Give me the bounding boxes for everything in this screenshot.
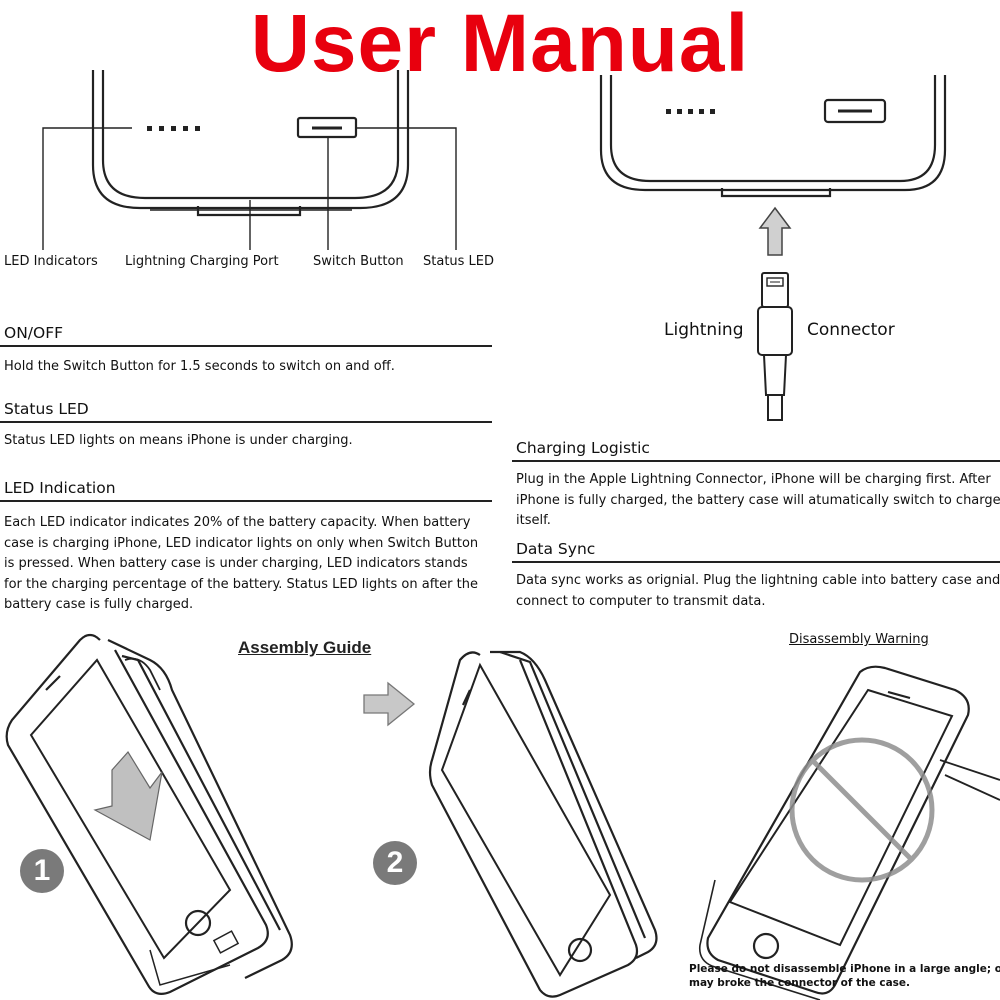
- heading-charging-logistic: Charging Logistic: [516, 439, 650, 457]
- led-indication-line: Each LED indicator indicates 20% of the …: [4, 515, 471, 530]
- heading-data-sync: Data Sync: [516, 540, 596, 558]
- led-indication-line: case is charging iPhone, LED indicator l…: [4, 535, 479, 551]
- rule-led-indication: [0, 500, 492, 502]
- step-2-number: 2: [386, 846, 404, 879]
- assembly-step1-illustration: [5, 633, 293, 995]
- disassembly-warning-text: Please do not disassemble iPhone in a la…: [689, 962, 1000, 990]
- connector-label-right: Connector: [807, 320, 895, 340]
- text-on-off: Hold the Switch Button for 1.5 seconds t…: [4, 359, 395, 374]
- rule-on-off: [0, 345, 492, 347]
- connector-label-left: Lightning: [664, 320, 744, 340]
- led-indication-line: for the charging percentage of the batte…: [4, 576, 478, 592]
- led-indication-line: is pressed. When battery case is under c…: [4, 556, 468, 571]
- disassembly-warning-heading: Disassembly Warning: [789, 632, 929, 647]
- text-data-sync: Data sync works as orignial. Plug the li…: [516, 571, 1000, 612]
- page-title: User Manual: [250, 0, 750, 89]
- rule-data-sync: [512, 561, 1000, 563]
- next-step-arrow-icon: [363, 681, 416, 727]
- disassembly-illustration: [698, 665, 1000, 1000]
- label-switch-button: Switch Button: [313, 254, 404, 269]
- insert-arrow-icon: [93, 750, 163, 841]
- charging-logistic-line: iPhone is fully charged, the battery cas…: [516, 492, 1000, 508]
- prohibited-sign-icon: [789, 737, 935, 883]
- step-1-number: 1: [33, 854, 51, 887]
- charging-logistic-line: itself.: [516, 513, 551, 528]
- assembly-guide-heading: Assembly Guide: [238, 638, 372, 657]
- label-lightning-port: Lightning Charging Port: [125, 254, 279, 269]
- warning-line: Please do not disassemble iPhone in a la…: [689, 963, 1000, 975]
- data-sync-line: Data sync works as orignial. Plug the li…: [516, 573, 1000, 588]
- led-dots-right: [666, 109, 715, 114]
- text-led-indication: Each LED indicator indicates 20% of the …: [4, 513, 478, 616]
- warning-line: may broke the connector of the case.: [689, 977, 911, 989]
- case-bottom-right: [599, 75, 947, 198]
- rule-status-led: [0, 421, 492, 423]
- heading-on-off: ON/OFF: [4, 324, 64, 342]
- step-1-badge: 1: [20, 849, 64, 893]
- rule-charging-logistic: [512, 460, 1000, 462]
- lightning-connector-icon: [757, 272, 793, 421]
- step-2-badge: 2: [373, 841, 417, 885]
- heading-status-led: Status LED: [4, 400, 89, 418]
- label-led-indicators: LED Indicators: [4, 254, 98, 269]
- callout-lines: [42, 127, 457, 250]
- text-status-led: Status LED lights on means iPhone is und…: [4, 433, 353, 448]
- assembly-step2-illustration: [428, 650, 658, 998]
- led-indication-line: battery case is fully charged.: [4, 597, 194, 612]
- charging-logistic-line: Plug in the Apple Lightning Connector, i…: [516, 472, 991, 487]
- label-status-led: Status LED: [423, 254, 495, 269]
- text-charging-logistic: Plug in the Apple Lightning Connector, i…: [516, 470, 1000, 532]
- up-arrow-icon: [758, 206, 792, 256]
- led-dots: [147, 126, 200, 131]
- data-sync-line: connect to computer to transmit data.: [516, 593, 766, 609]
- heading-led-indication: LED Indication: [4, 479, 116, 497]
